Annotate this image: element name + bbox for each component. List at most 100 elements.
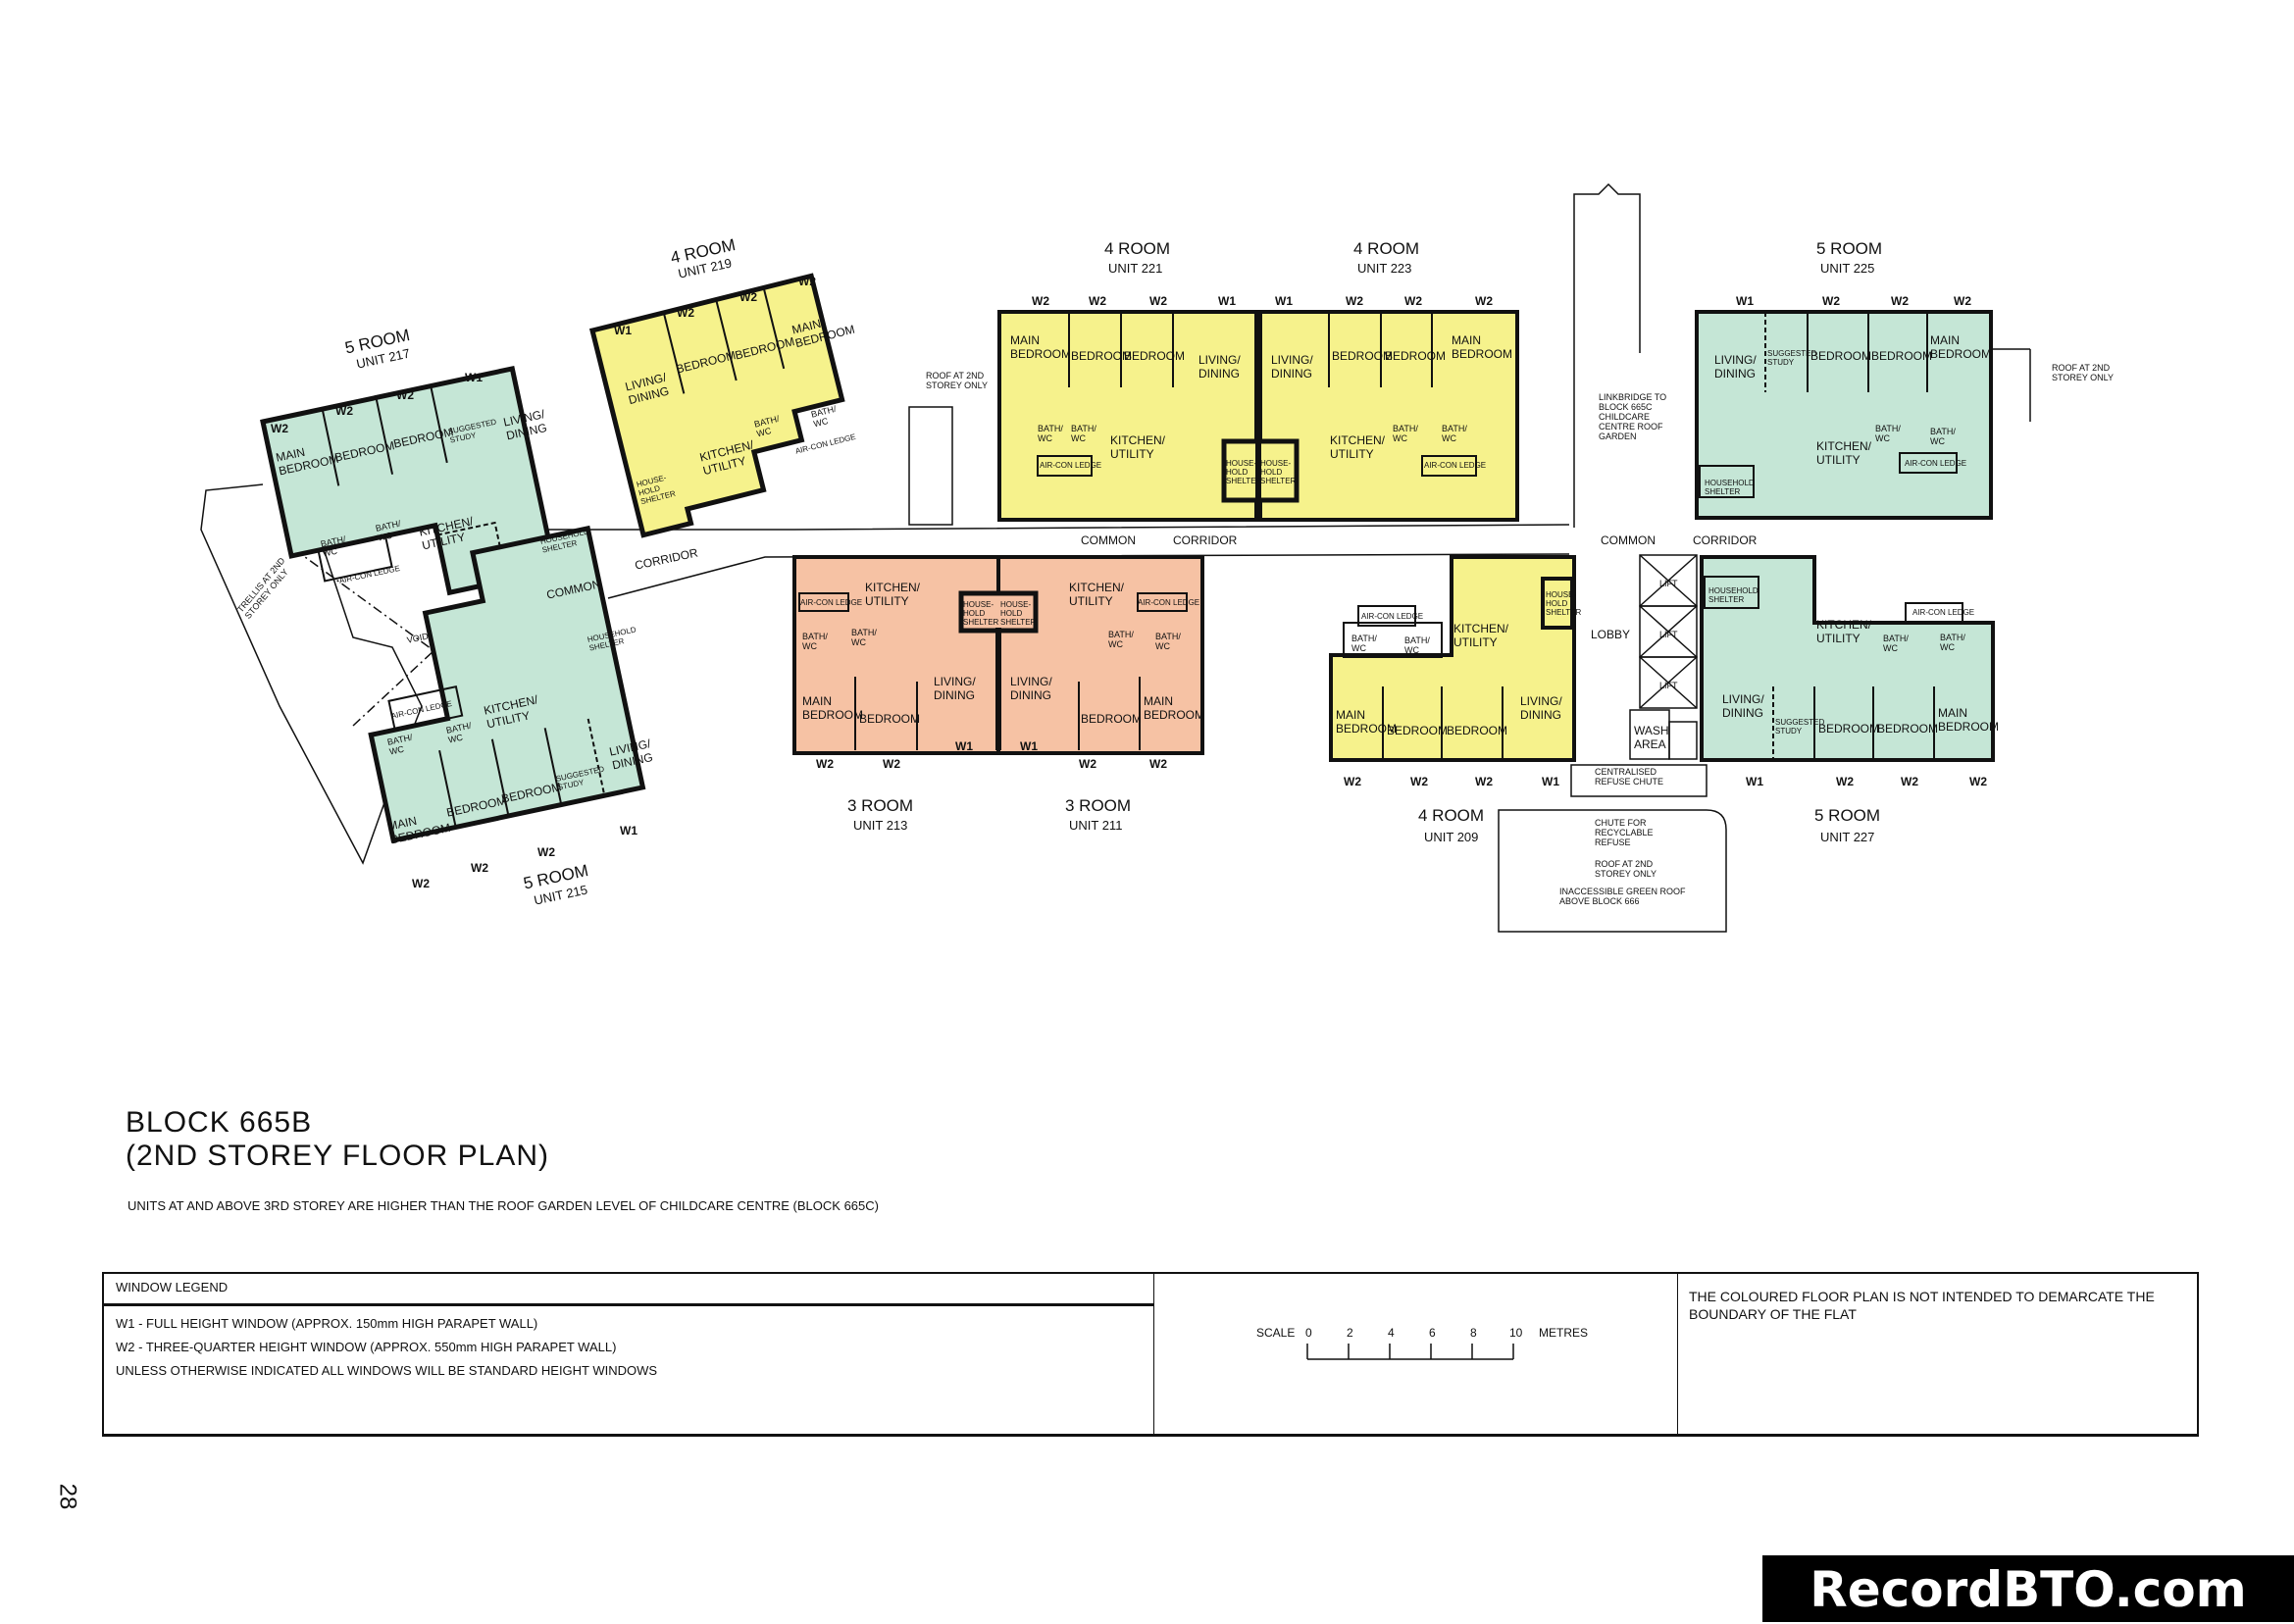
window-tag: W2 bbox=[1891, 294, 1909, 308]
common-label: COMMON bbox=[1081, 533, 1136, 547]
plan-note: UNITS AT AND ABOVE 3RD STOREY ARE HIGHER… bbox=[127, 1198, 879, 1213]
window-tag: W2 bbox=[1079, 757, 1096, 771]
room-label: BEDROOM bbox=[859, 712, 921, 726]
room-label: BATH/ WC bbox=[1940, 633, 1965, 652]
room-label: BATH/ WC bbox=[1155, 632, 1181, 651]
window-tag: W1 bbox=[1218, 294, 1236, 308]
unit-number-211: UNIT 211 bbox=[1069, 818, 1123, 833]
room-label: HOUSE- HOLD SHELTER bbox=[1226, 459, 1262, 485]
room-label: AIR-CON LEDGE bbox=[1912, 608, 1975, 617]
room-label: BATH/ WC bbox=[1393, 424, 1418, 443]
window-tag: W2 bbox=[1404, 294, 1422, 308]
room-label: BEDROOM bbox=[1810, 349, 1872, 363]
room-label: SUGGESTED STUDY bbox=[1767, 349, 1817, 367]
window-tag: W2 bbox=[739, 290, 757, 304]
unit-227-shape bbox=[1700, 555, 1995, 762]
unit-209-shape bbox=[1329, 555, 1576, 762]
unit-type-211: 3 ROOM bbox=[1065, 796, 1132, 815]
window-legend: WINDOW LEGEND W1 - FULL HEIGHT WINDOW (A… bbox=[104, 1274, 1154, 1434]
room-label: BATH/ WC bbox=[1351, 634, 1377, 653]
window-tag: W1 bbox=[465, 371, 483, 384]
window-tag: W2 bbox=[1475, 775, 1493, 788]
scale-tick: 2 bbox=[1347, 1326, 1353, 1340]
window-tag: W2 bbox=[1149, 294, 1167, 308]
room-label: HOUSEHOLD SHELTER bbox=[1708, 586, 1759, 604]
window-tag: W2 bbox=[1954, 294, 1971, 308]
lobby-label: LOBBY bbox=[1591, 628, 1631, 641]
room-label: LIVING/ DINING bbox=[1271, 353, 1313, 381]
legend-heading: WINDOW LEGEND bbox=[104, 1274, 1153, 1306]
window-tag: W2 bbox=[1836, 775, 1854, 788]
unit-type-213: 3 ROOM bbox=[847, 796, 914, 815]
window-tag: W1 bbox=[955, 739, 973, 753]
lift-label: LIFT bbox=[1659, 681, 1678, 690]
window-tag: W2 bbox=[1822, 294, 1840, 308]
unit-type-223: 4 ROOM bbox=[1353, 239, 1420, 258]
window-tag: W2 bbox=[1032, 294, 1049, 308]
room-label: KITCHEN/ UTILITY bbox=[1069, 581, 1125, 608]
room-label: HOUSE- HOLD SHELTER bbox=[963, 600, 999, 627]
recyclable-chute-label: CHUTE FOR RECYCLABLE REFUSE bbox=[1595, 818, 1654, 847]
room-label: LIVING/ DINING bbox=[1010, 675, 1052, 702]
window-tag: W2 bbox=[1475, 294, 1493, 308]
disclaimer: THE COLOURED FLOOR PLAN IS NOT INTENDED … bbox=[1689, 1289, 2155, 1322]
room-label: AIR-CON LEDGE bbox=[1040, 461, 1102, 470]
legend-box: WINDOW LEGEND W1 - FULL HEIGHT WINDOW (A… bbox=[102, 1272, 2199, 1437]
legend-line-w2: W2 - THREE-QUARTER HEIGHT WINDOW (APPROX… bbox=[116, 1340, 617, 1354]
window-tag: W2 bbox=[471, 861, 488, 875]
room-label: HOUSEHOLD SHELTER bbox=[1705, 479, 1755, 496]
room-label: LIVING/ DINING bbox=[1520, 694, 1562, 722]
room-label: BEDROOM bbox=[1124, 349, 1186, 363]
room-label: HOUSE- HOLD SHELTER bbox=[1260, 459, 1297, 485]
room-label: LIVING/ DINING bbox=[1714, 353, 1757, 381]
room-label: LIVING/ DINING bbox=[934, 675, 976, 702]
scale-label: SCALE bbox=[1256, 1326, 1296, 1340]
corridor-label: CORRIDOR bbox=[1693, 533, 1758, 547]
watermark: RecordBTO.com bbox=[1762, 1555, 2294, 1622]
refuse-chute-label: CENTRALISED REFUSE CHUTE bbox=[1595, 767, 1664, 787]
room-label: MAIN BEDROOM bbox=[1144, 694, 1205, 722]
window-tag: W1 bbox=[1020, 739, 1038, 753]
floor-plan-drawing bbox=[200, 182, 2031, 933]
window-tag: W2 bbox=[816, 757, 834, 771]
room-label: BATH/ WC bbox=[802, 632, 828, 651]
unit-number-209: UNIT 209 bbox=[1424, 830, 1479, 844]
window-tag: W2 bbox=[1969, 775, 1987, 788]
scale-bar: SCALE 0 2 4 6 8 10 METRES bbox=[1153, 1274, 1678, 1434]
room-label: BEDROOM bbox=[1877, 722, 1939, 736]
room-label: BATH/ WC bbox=[1875, 424, 1901, 443]
unit-number-213: UNIT 213 bbox=[853, 818, 908, 833]
room-label: BEDROOM bbox=[1081, 712, 1143, 726]
window-tag: W1 bbox=[1746, 775, 1763, 788]
unit-213-shape bbox=[792, 555, 1000, 755]
room-label: MAIN BEDROOM bbox=[802, 694, 864, 722]
room-label: KITCHEN/ UTILITY bbox=[1330, 433, 1386, 461]
room-label: AIR-CON LEDGE bbox=[1138, 598, 1200, 607]
scale-ruler bbox=[1306, 1344, 1514, 1360]
unit-number-221: UNIT 221 bbox=[1108, 261, 1163, 276]
unit-217-shape bbox=[260, 365, 558, 596]
room-label: MAIN BEDROOM bbox=[1010, 333, 1072, 361]
room-label: BATH/ WC bbox=[1442, 424, 1467, 443]
room-label: KITCHEN/ UTILITY bbox=[1816, 618, 1872, 645]
page-number: 28 bbox=[54, 1483, 81, 1510]
unit-223-shape bbox=[1258, 310, 1519, 522]
unit-number-227: UNIT 227 bbox=[1820, 830, 1875, 844]
window-tag: W1 bbox=[1275, 294, 1293, 308]
window-tag: W2 bbox=[1901, 775, 1918, 788]
block-name: BLOCK 665B bbox=[126, 1106, 313, 1139]
room-label: HOUSE- HOLD SHELTER bbox=[1546, 590, 1582, 617]
window-tag: W2 bbox=[335, 404, 353, 418]
window-tag: W1 bbox=[614, 324, 632, 337]
window-tag: W1 bbox=[1542, 775, 1559, 788]
wash-area-label: WASH AREA bbox=[1634, 724, 1669, 751]
legend-line-w1: W1 - FULL HEIGHT WINDOW (APPROX. 150mm H… bbox=[116, 1316, 538, 1331]
roof-label: ROOF AT 2ND STOREY ONLY bbox=[1595, 859, 1657, 879]
room-label: KITCHEN/ UTILITY bbox=[1110, 433, 1166, 461]
room-label: BEDROOM bbox=[1387, 724, 1449, 737]
room-label: BEDROOM bbox=[1871, 349, 1933, 363]
plan-title: BLOCK 665B (2ND STOREY FLOOR PLAN) bbox=[126, 1106, 549, 1173]
room-label: BEDROOM bbox=[1071, 349, 1133, 363]
room-label: BATH/ WC bbox=[1038, 424, 1063, 443]
room-label: BATH/ WC bbox=[1071, 424, 1096, 443]
